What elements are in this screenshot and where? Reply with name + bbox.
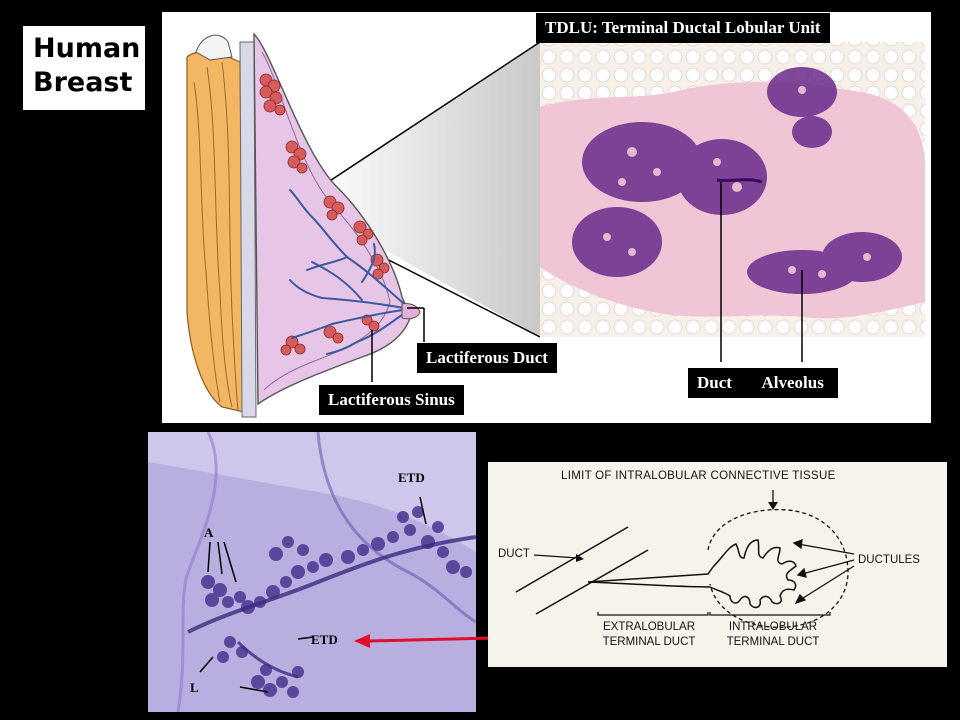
l-label: L xyxy=(190,680,199,695)
ductules-shape xyxy=(709,539,797,609)
limit-label: LIMIT OF INTRALOBULAR CONNECTIVE TISSUE xyxy=(561,470,836,482)
etd-label-mid: ETD xyxy=(311,632,338,647)
title-line-2: Breast xyxy=(33,67,133,98)
whole-mount-micrograph: ETD ETD A L xyxy=(148,431,477,713)
ductules-label: DUCTULES xyxy=(858,554,920,566)
histology-micrograph xyxy=(540,42,925,337)
nipple xyxy=(401,303,421,320)
title-box: Human Breast xyxy=(22,25,146,111)
schematic-svg xyxy=(515,490,855,628)
lobules xyxy=(259,73,390,356)
a-label: A xyxy=(204,525,214,540)
terminal-duct-top xyxy=(587,566,714,583)
zoom-line-top xyxy=(309,41,541,195)
label-alveolus: Alveolus xyxy=(761,373,824,392)
tdlu-schematic: LIMIT OF INTRALOBULAR CONNECTIVE TISSUE … xyxy=(488,462,947,667)
micrograph-arrows xyxy=(199,496,427,693)
pectoral-band xyxy=(239,41,257,418)
lobule-boundary xyxy=(707,508,849,628)
fat-contour-2 xyxy=(206,66,233,408)
extralobular-line-1: EXTRALOBULAR xyxy=(602,621,696,633)
clavicle-shape xyxy=(195,34,233,61)
label-tdlu: TDLU: Terminal Ductal Lobular Unit xyxy=(536,13,830,43)
intralobular-label: INTRALOBULAR TERMINAL DUCT xyxy=(708,620,838,650)
duct-label: DUCT xyxy=(498,548,530,560)
etd-label-top: ETD xyxy=(398,470,425,485)
intralobular-line-1: INTRALOBULAR xyxy=(728,621,818,633)
label-duct-alveolus: Duct Alveolus xyxy=(688,368,838,398)
ductules-arrows xyxy=(792,539,855,605)
extralobular-line-2: TERMINAL DUCT xyxy=(602,636,696,648)
fat-contour-3 xyxy=(221,61,239,411)
top-panel: TDLU: Terminal Ductal Lobular Unit Lacti… xyxy=(162,12,931,423)
label-lactiferous-duct: Lactiferous Duct xyxy=(417,343,557,373)
terminal-duct-bottom xyxy=(587,581,711,588)
micrograph-svg xyxy=(148,431,477,713)
chest-wall-fat xyxy=(186,50,245,413)
intralobular-line-2: TERMINAL DUCT xyxy=(726,636,820,648)
extralobular-label: EXTRALOBULAR TERMINAL DUCT xyxy=(584,620,714,650)
title-line-1: Human xyxy=(33,33,141,64)
label-duct: Duct xyxy=(697,373,732,392)
fat-contour-1 xyxy=(193,81,221,403)
zoom-wedge xyxy=(310,42,540,337)
breast-anatomy-illustration xyxy=(186,32,925,418)
label-lactiferous-sinus: Lactiferous Sinus xyxy=(319,385,464,415)
